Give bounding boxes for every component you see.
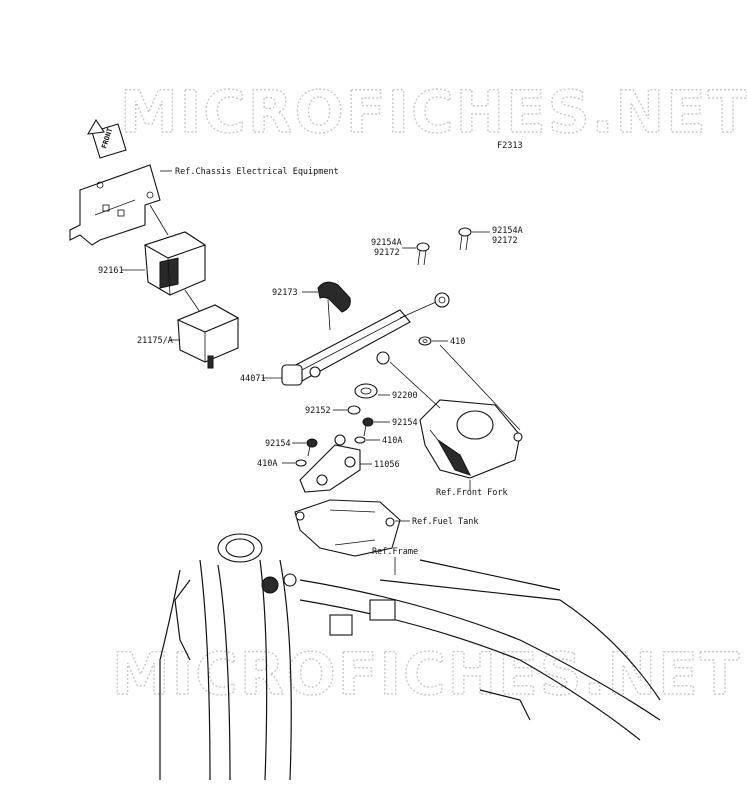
label-410a-left: 410A [257, 459, 277, 469]
collar-92200 [354, 383, 378, 399]
label-92152: 92152 [305, 406, 331, 416]
bracket-11056 [299, 434, 361, 493]
fuel-tank-bracket [294, 499, 401, 557]
bolt-92154a-left [416, 242, 430, 266]
label-11056: 11056 [374, 460, 400, 470]
front-arrow-icon: FRONT [86, 118, 127, 159]
label-92161: 92161 [98, 266, 124, 276]
label-ref-front-fork: Ref.Front Fork [436, 488, 508, 498]
label-21175a: 21175/A [137, 336, 173, 346]
label-ref-fuel-tank: Ref.Fuel Tank [412, 517, 479, 527]
label-92154a-right: 92154A [492, 226, 523, 236]
label-44071: 44071 [240, 374, 266, 384]
part-92161-holder [143, 231, 207, 296]
label-92154a-left: 92154A [371, 238, 402, 248]
frame [159, 533, 661, 781]
bolt-92154a-right [458, 227, 472, 251]
label-92172-right: 92172 [492, 236, 518, 246]
watermark-top: MICROFICHES.NET [120, 78, 747, 146]
label-410a-right: 410A [382, 436, 402, 446]
bolt-92154-right [362, 417, 374, 437]
bolt-92154-left [306, 438, 318, 457]
part-44071-damper [281, 292, 450, 386]
chassis-bracket [69, 164, 161, 246]
washer-410 [418, 336, 432, 346]
label-92173: 92173 [272, 288, 298, 298]
watermark-bottom: MICROFICHES.NET [112, 640, 741, 708]
washer-410a-right [354, 436, 366, 444]
figure-code: F2313 [497, 141, 523, 151]
label-ref-frame: Ref.Frame [372, 547, 418, 557]
washer-410a-left [295, 459, 307, 467]
label-92154-right: 92154 [392, 418, 418, 428]
label-410: 410 [450, 337, 465, 347]
label-ref-chassis: Ref.Chassis Electrical Equipment [175, 167, 339, 177]
front-fork-bridge [419, 399, 523, 479]
part-21175a-module [176, 304, 240, 369]
part-92173-clamp [317, 281, 351, 313]
nut-92152 [347, 405, 361, 415]
label-92154-left: 92154 [265, 439, 291, 449]
label-92200: 92200 [392, 391, 418, 401]
label-92172-left: 92172 [374, 248, 400, 258]
